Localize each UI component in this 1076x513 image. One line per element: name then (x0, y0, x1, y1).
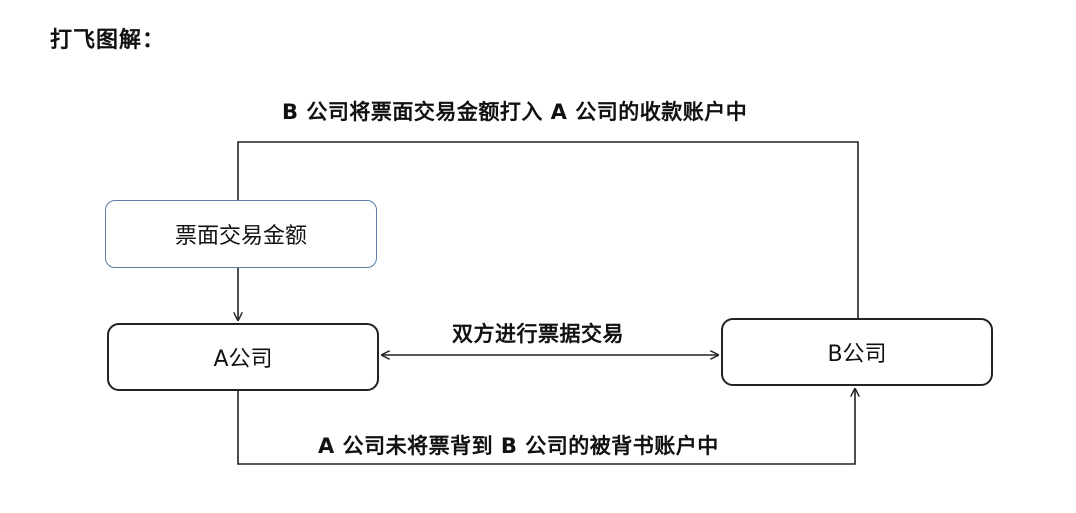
amount-box-label: 票面交易金额 (174, 224, 307, 249)
company-a-box: A公司 (107, 323, 379, 391)
company-b-box: B公司 (721, 318, 993, 386)
top-flow-label: B 公司将票面交易金额打入 A 公司的收款账户中 (282, 100, 748, 124)
company-b-label: B公司 (827, 342, 887, 367)
bottom-flow-line (237, 389, 855, 465)
diagram-title: 打飞图解： (50, 28, 166, 53)
top-flow-line (237, 141, 859, 318)
bottom-flow-label: A 公司未将票背到 B 公司的被背书账户中 (318, 434, 719, 458)
company-a-label: A公司 (213, 347, 273, 372)
amount-box: 票面交易金额 (105, 200, 377, 268)
trade-label: 双方进行票据交易 (452, 322, 624, 346)
